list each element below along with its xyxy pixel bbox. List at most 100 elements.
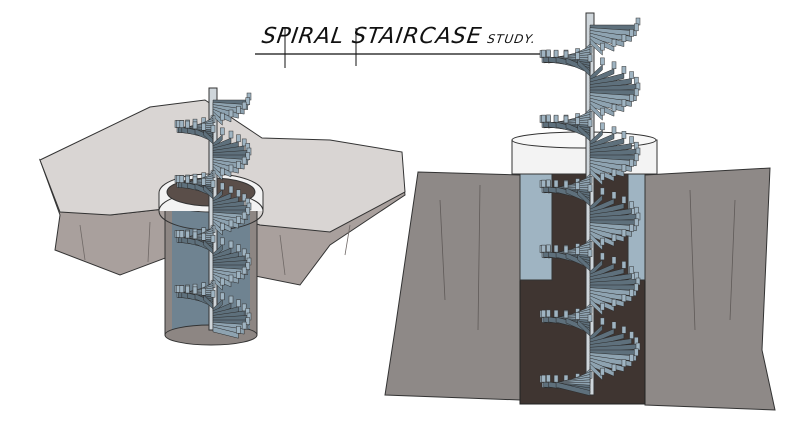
- railing-post: [245, 152, 251, 160]
- railing-post: [541, 374, 546, 383]
- railing-post: [241, 303, 247, 312]
- railing-post: [611, 126, 617, 135]
- railing-post: [611, 103, 617, 112]
- railing-post: [600, 252, 605, 261]
- railing-post: [201, 233, 206, 241]
- railing-post: [563, 310, 569, 319]
- railing-post: [236, 244, 241, 253]
- railing-post: [621, 261, 627, 269]
- railing-post: [611, 256, 617, 265]
- left-spiral-staircase: [174, 87, 252, 339]
- railing-post: [611, 38, 617, 47]
- railing-post: [634, 348, 639, 357]
- railing-post: [241, 156, 247, 165]
- railing-post: [634, 153, 639, 162]
- railing-post: [629, 331, 634, 339]
- railing-post: [541, 49, 546, 58]
- railing-post: [245, 262, 251, 270]
- railing-post: [541, 114, 546, 123]
- railing-post: [245, 97, 251, 105]
- railing-post: [629, 71, 634, 79]
- railing-post: [600, 367, 605, 376]
- railing-post: [236, 215, 241, 224]
- right-spiral-staircase: [539, 12, 641, 396]
- railing-post: [634, 218, 639, 227]
- railing-post: [541, 244, 546, 253]
- railing-post: [236, 299, 241, 308]
- railing-post: [210, 235, 216, 243]
- railing-post: [611, 168, 617, 177]
- railing-post: [228, 185, 234, 194]
- railing-post: [210, 290, 216, 298]
- railing-post: [553, 244, 559, 253]
- railing-post: [185, 175, 190, 184]
- railing-post: [241, 248, 247, 257]
- stair-step: [212, 326, 239, 339]
- railing-post: [611, 363, 617, 372]
- railing-post: [563, 180, 569, 189]
- railing-post: [629, 354, 634, 362]
- railing-post: [621, 359, 627, 367]
- railing-post: [634, 88, 639, 97]
- railing-post: [236, 325, 241, 334]
- railing-post: [546, 374, 551, 383]
- railing-post: [621, 34, 627, 42]
- railing-post: [611, 298, 617, 307]
- railing-post: [600, 42, 605, 51]
- railing-post: [220, 112, 225, 121]
- railing-post: [546, 179, 551, 188]
- railing-post: [210, 125, 216, 133]
- railing-post: [575, 182, 580, 190]
- railing-post: [228, 219, 234, 228]
- railing-post: [629, 136, 634, 144]
- railing-post: [621, 66, 627, 74]
- railing-post: [629, 289, 634, 297]
- railing-post: [546, 49, 551, 58]
- railing-post: [600, 57, 605, 66]
- railing-post: [245, 317, 251, 325]
- railing-post: [220, 292, 225, 301]
- railing-post: [220, 127, 225, 136]
- railing-post: [179, 175, 185, 183]
- railing-post: [575, 247, 580, 255]
- railing-post: [575, 117, 580, 125]
- railing-post: [546, 244, 551, 253]
- railing-post: [241, 138, 247, 147]
- railing-post: [575, 52, 580, 60]
- railing-post: [241, 266, 247, 275]
- railing-post: [236, 105, 241, 114]
- railing-post: [621, 99, 627, 107]
- railing-post: [611, 191, 617, 200]
- railing-post: [563, 115, 569, 124]
- railing-post: [241, 321, 247, 330]
- railing-post: [185, 120, 190, 129]
- railing-post: [634, 23, 639, 32]
- railing-post: [563, 245, 569, 254]
- railing-post: [541, 309, 546, 318]
- railing-post: [621, 229, 627, 237]
- railing-post: [629, 224, 634, 232]
- railing-post: [179, 120, 185, 128]
- railing-post: [553, 49, 559, 58]
- railing-post: [241, 193, 247, 202]
- railing-post: [587, 249, 593, 257]
- railing-post: [621, 326, 627, 334]
- railing-post: [546, 309, 551, 318]
- railing-post: [587, 119, 593, 127]
- railing-post: [553, 374, 559, 383]
- railing-post: [629, 29, 634, 37]
- railing-post: [563, 50, 569, 59]
- railing-post: [241, 211, 247, 220]
- railing-post: [629, 266, 634, 274]
- railing-post: [621, 131, 627, 139]
- railing-post: [220, 182, 225, 191]
- railing-post: [236, 134, 241, 143]
- railing-post: [179, 230, 185, 238]
- railing-post: [621, 196, 627, 204]
- railing-post: [587, 314, 593, 322]
- railing-post: [634, 283, 639, 292]
- railing-post: [228, 240, 234, 249]
- railing-post: [600, 302, 605, 311]
- railing-post: [587, 184, 593, 192]
